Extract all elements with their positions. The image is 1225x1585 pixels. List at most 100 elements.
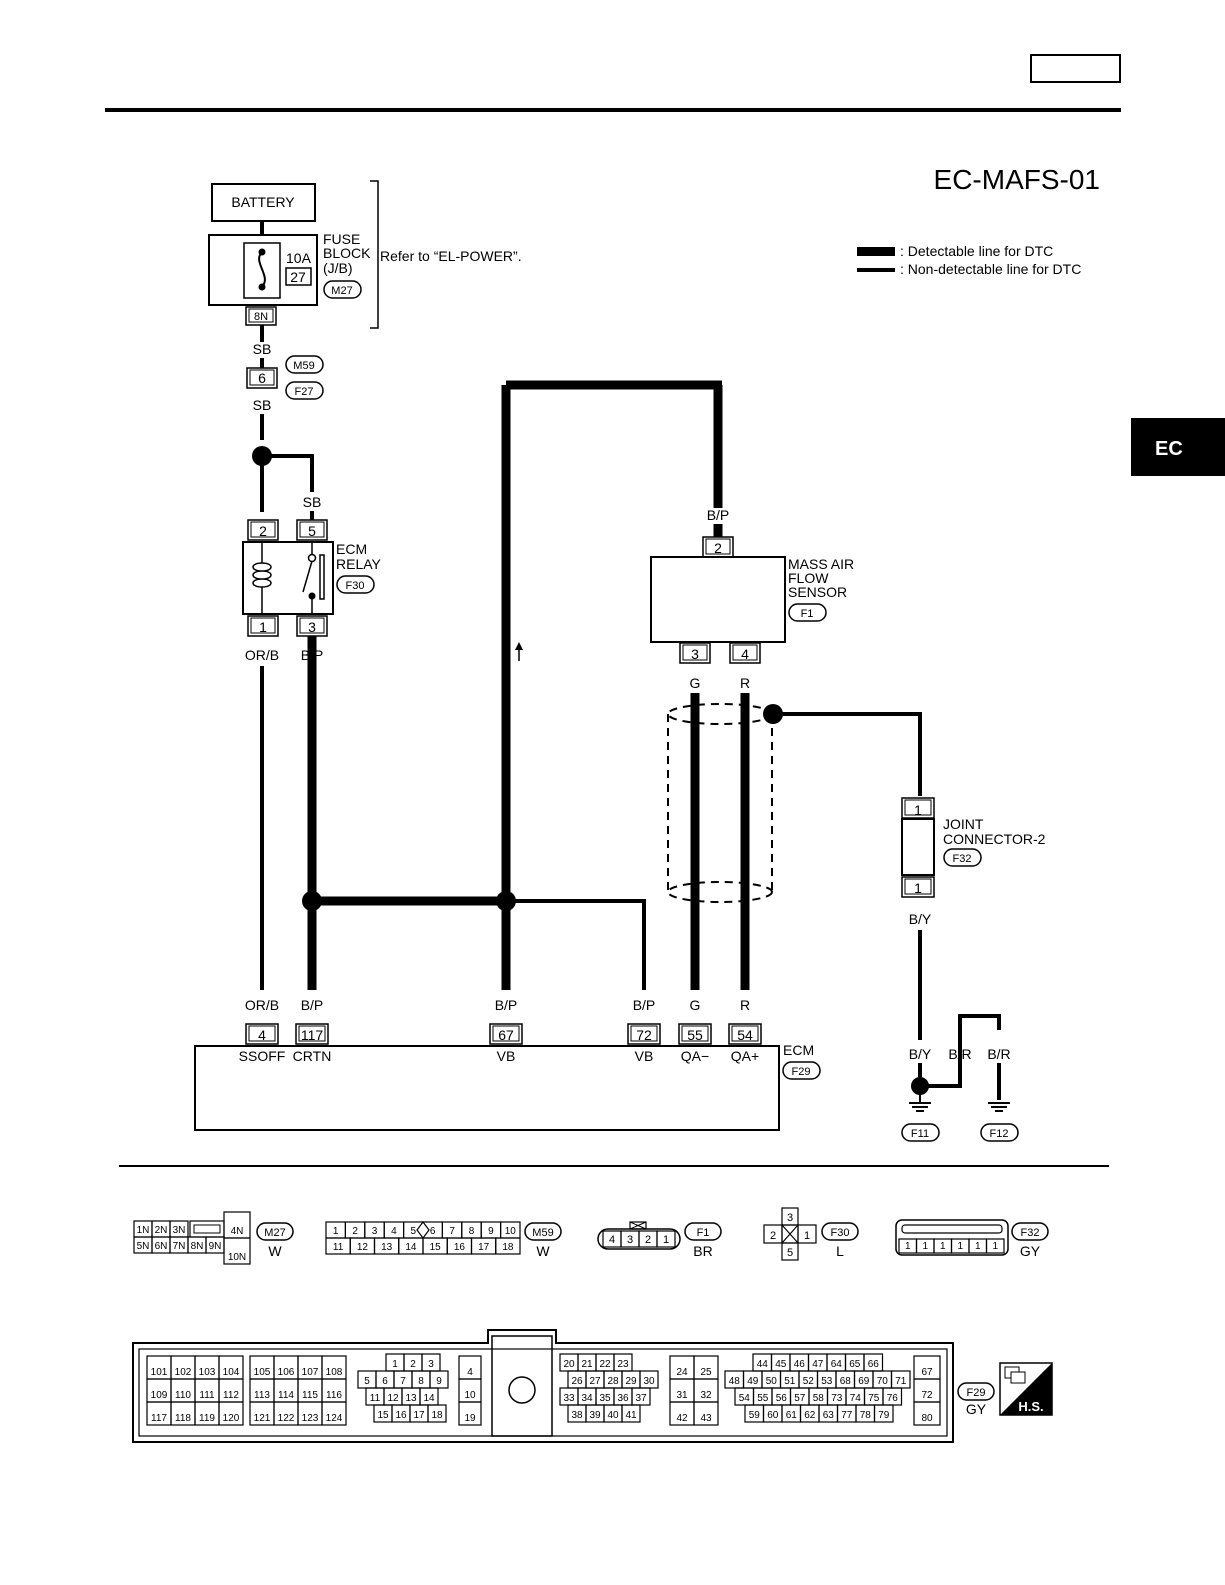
- f32-housing: [895, 1219, 1009, 1256]
- wire-color-label: GY: [1020, 1243, 1041, 1259]
- f29-pin: 14: [423, 1393, 435, 1404]
- connector-tag-f1[interactable]: [788, 603, 827, 622]
- svg-text:ECM: ECM: [336, 541, 367, 557]
- f29-pin: 117: [151, 1413, 167, 1424]
- m27-pin: 10N: [228, 1252, 246, 1263]
- f29-pin-cell: [218, 1401, 244, 1426]
- f29-pin: 30: [643, 1376, 655, 1387]
- connector-tag-m27[interactable]: [323, 280, 362, 299]
- f32-pin: 1: [957, 1241, 963, 1252]
- f32-pin: 1: [905, 1241, 911, 1252]
- f1-lock: [629, 1221, 647, 1230]
- connector-tag-f29[interactable]: [782, 1061, 821, 1080]
- connector-tag-m59[interactable]: [285, 355, 324, 374]
- f1-pin-cell: [656, 1230, 676, 1248]
- f30-pin: 5: [787, 1247, 793, 1259]
- ecm-wire-label: OR/B: [245, 997, 279, 1013]
- svg-text:2: 2: [714, 540, 722, 556]
- mass-air-flow-sensor: B/P 2 3 4 MASS AIR FLOW SENSOR F1: [650, 507, 854, 664]
- ecm-pin-signal: VB: [497, 1048, 516, 1064]
- connector-tag-f29-view[interactable]: [957, 1382, 995, 1401]
- f29-pin: 45: [775, 1359, 787, 1370]
- f29-pin: 110: [175, 1390, 191, 1401]
- f32-pin: 1: [940, 1241, 946, 1252]
- svg-text:CONNECTOR-2: CONNECTOR-2: [943, 831, 1046, 847]
- f29-pin: 73: [831, 1393, 843, 1404]
- f29-pin: 39: [589, 1410, 601, 1421]
- svg-text:FLOW: FLOW: [788, 570, 829, 586]
- f29-pin-cell: [621, 1404, 641, 1423]
- connector-tag-f30-view[interactable]: [821, 1222, 859, 1241]
- f29-pin: 15: [377, 1410, 389, 1421]
- f29-pin: 3: [428, 1359, 434, 1370]
- f29-pin: 19: [464, 1413, 476, 1424]
- f29-pin: 34: [581, 1393, 593, 1404]
- ecm-wire-label: G: [690, 997, 701, 1013]
- f29-pin-cell: [913, 1401, 941, 1426]
- ecm-wire-label: B/P: [301, 997, 324, 1013]
- svg-text:5: 5: [308, 523, 316, 539]
- f29-pin-cell: [321, 1401, 347, 1426]
- refer-el-power[interactable]: Refer to “EL-POWER”.: [380, 248, 522, 264]
- connector-tag-m59-view[interactable]: [524, 1222, 562, 1241]
- ecm-pin-inner: [298, 1025, 326, 1042]
- m59-pin: 7: [449, 1226, 455, 1237]
- svg-text:JOINT: JOINT: [943, 816, 984, 832]
- m27-lock: [193, 1224, 221, 1234]
- connector-tag-f32[interactable]: [943, 848, 982, 867]
- connector-tag-f30-view-label: F30: [831, 1227, 850, 1239]
- f29-pin: 40: [607, 1410, 619, 1421]
- svg-text:2: 2: [259, 523, 267, 539]
- svg-text:RELAY: RELAY: [336, 556, 382, 572]
- m59-pin: 1: [333, 1226, 339, 1237]
- f29-pin: 35: [599, 1393, 611, 1404]
- connector-tag-m27-view[interactable]: [256, 1222, 294, 1241]
- connector-tag-f29-view-label: F29: [967, 1387, 986, 1399]
- connector-tag-f27[interactable]: [285, 381, 324, 400]
- f32-pin-cell: [985, 1238, 1005, 1254]
- f29-pin: 29: [625, 1376, 637, 1387]
- f1-lock-mark: [629, 1221, 647, 1230]
- fuse-block: 10A 27 FUSE BLOCK (J/B) M27: [208, 231, 371, 306]
- f29-pin: 63: [823, 1410, 835, 1421]
- f29-pin: 114: [278, 1390, 294, 1401]
- f29-pin: 113: [254, 1390, 270, 1401]
- battery: BATTERY: [211, 183, 316, 222]
- f29-pin: 70: [877, 1376, 889, 1387]
- header-rule: [105, 108, 1121, 112]
- svg-text:FUSE: FUSE: [323, 231, 360, 247]
- ecm-pin-socket: [489, 1023, 523, 1045]
- f29-pin: 47: [812, 1359, 824, 1370]
- connector-tag-f32-view[interactable]: [1011, 1222, 1049, 1241]
- ground-tag-f11[interactable]: [901, 1123, 940, 1142]
- section-tab[interactable]: [1131, 418, 1225, 476]
- f29-pin: 18: [431, 1410, 443, 1421]
- f29-pin: 74: [850, 1393, 862, 1404]
- svg-text:SB: SB: [253, 341, 272, 357]
- f29-pin: 50: [766, 1376, 778, 1387]
- ground-tag-f12[interactable]: [980, 1123, 1019, 1142]
- m27-pin: 6N: [155, 1241, 168, 1252]
- ecm-pin-inner: [630, 1025, 658, 1042]
- f30-pin-cell: [781, 1242, 799, 1261]
- svg-text:SENSOR: SENSOR: [788, 584, 847, 600]
- connector-tag-f1-view[interactable]: [684, 1222, 722, 1241]
- f29-pin: 111: [199, 1390, 215, 1401]
- svg-text:F1: F1: [801, 608, 814, 620]
- svg-text:3: 3: [691, 646, 699, 662]
- f29-pin: 76: [887, 1393, 899, 1404]
- m27-pin: 7N: [173, 1241, 186, 1252]
- wire-color-label: GY: [966, 1401, 987, 1417]
- f29-pin: 124: [326, 1413, 343, 1424]
- ecm-pin-signal: SSOFF: [239, 1048, 286, 1064]
- connector-tag-f30[interactable]: [336, 575, 375, 594]
- svg-text:10A: 10A: [286, 250, 312, 266]
- f32-pin: 1: [992, 1241, 998, 1252]
- diagram-id: EC-MAFS-01: [934, 164, 1100, 195]
- m59-pin: 12: [357, 1242, 369, 1253]
- f29-pin: 17: [413, 1410, 425, 1421]
- svg-text:6: 6: [258, 370, 266, 386]
- f29-pin-cell: [429, 1370, 449, 1389]
- m59-pin: 8: [469, 1226, 475, 1237]
